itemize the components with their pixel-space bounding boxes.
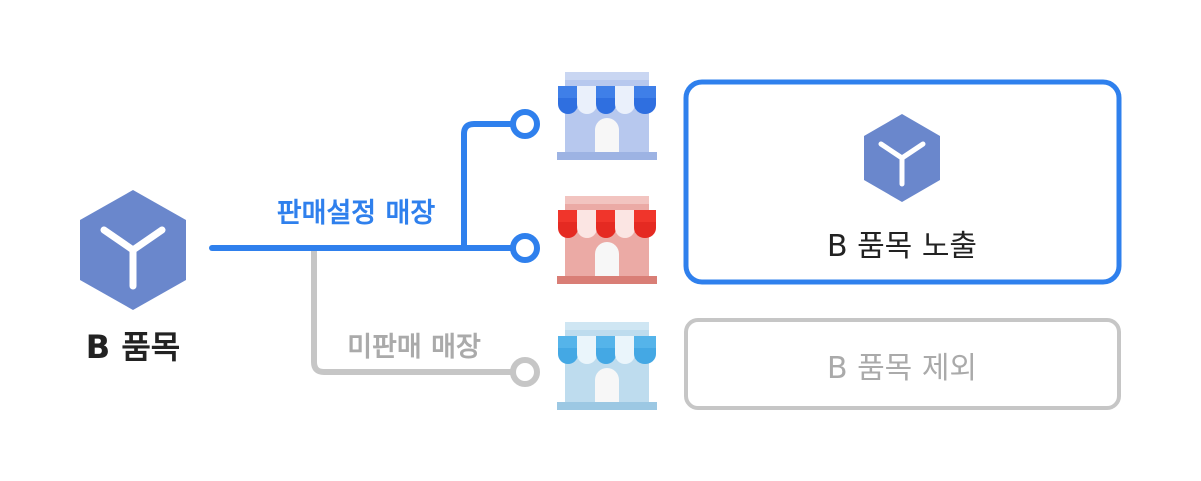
selling-endpoint-top: [510, 109, 540, 139]
selling-stores-label: 판매설정 매장: [277, 198, 436, 229]
excluded-result-label: B 품목 제외: [827, 351, 977, 386]
not-selling-connector: [311, 245, 517, 375]
excluded-result-box: [684, 318, 1121, 410]
store-icon-blue: [557, 72, 657, 160]
selling-endpoint-middle: [510, 233, 540, 263]
store-icon-lightblue: [557, 322, 657, 410]
shown-result-label: B 품목 노출: [827, 229, 977, 264]
source-cube-icon: [80, 190, 186, 310]
not-selling-endpoint: [510, 357, 540, 387]
not-selling-stores-label: 미판매 매장: [347, 332, 481, 363]
result-cube-icon: [864, 114, 940, 202]
source-label: B 품목: [86, 328, 180, 366]
store-icon-red: [557, 196, 657, 284]
selling-branch-connector: [461, 121, 517, 251]
